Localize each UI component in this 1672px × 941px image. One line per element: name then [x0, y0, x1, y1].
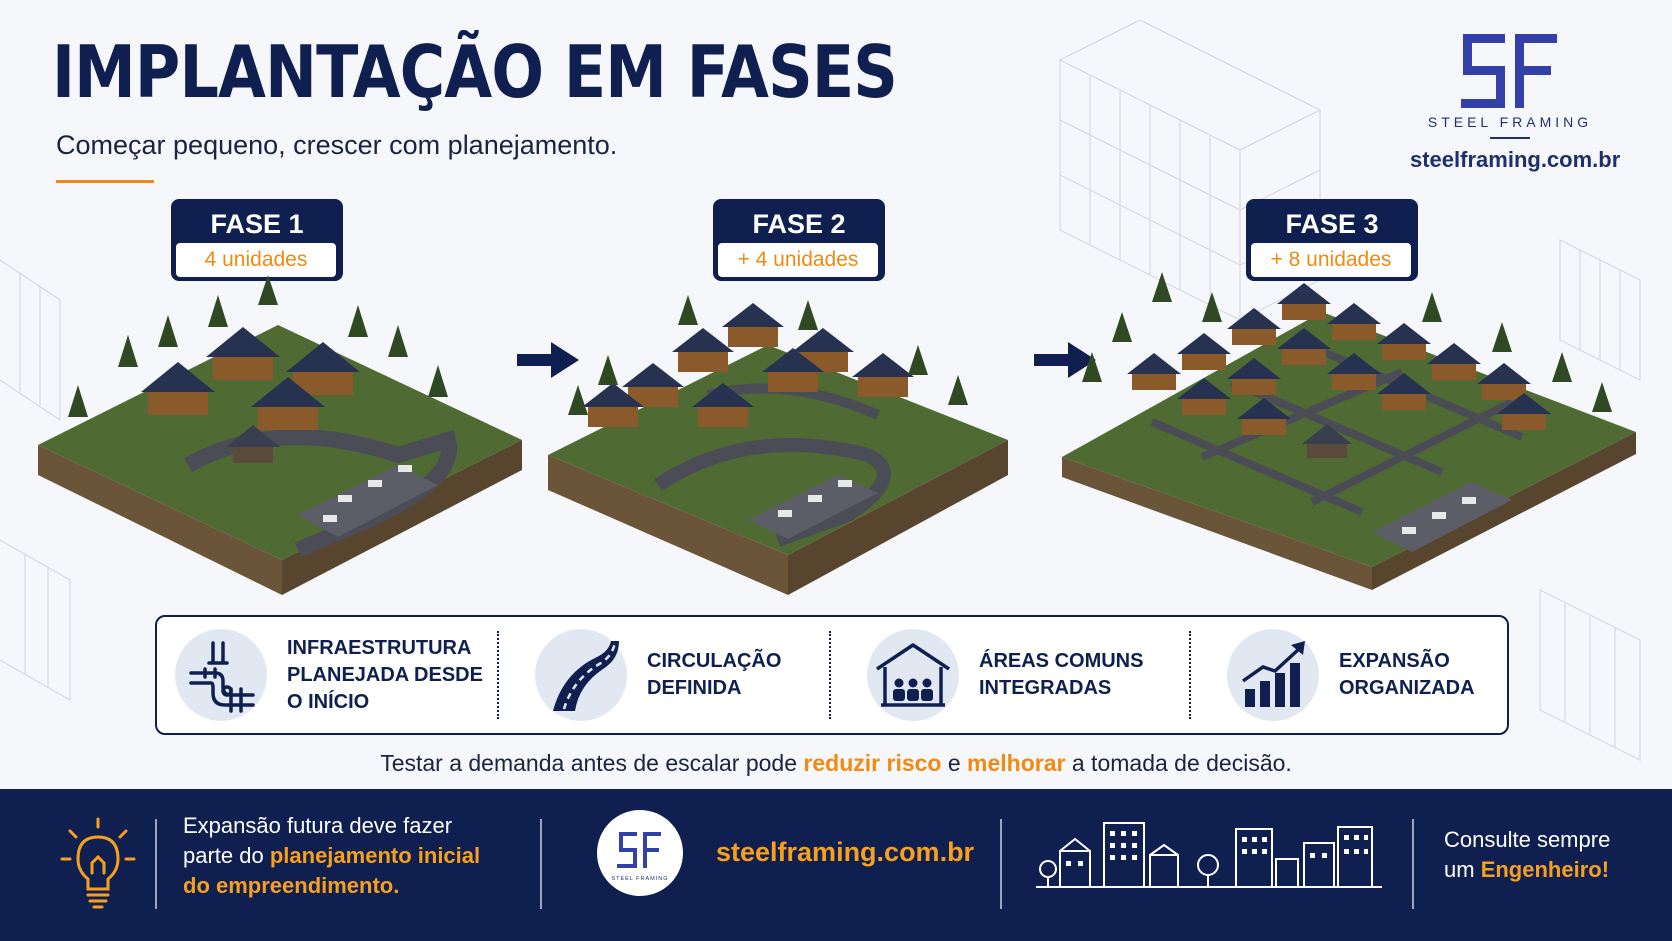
brand-url[interactable]: steelframing.com.br — [1410, 147, 1621, 172]
phase-3-units: + 8 unidades — [1249, 241, 1413, 279]
footer-consult-plain: Consulte sempre um — [1444, 827, 1611, 882]
feature-4-label: EXPANSÃO ORGANIZADA — [1339, 650, 1475, 699]
phase-2-title: FASE 2 — [752, 209, 846, 239]
feature-circulation: CIRCULAÇÃO DEFINIDA — [517, 617, 817, 733]
pipes-icon — [189, 641, 255, 713]
road-icon — [553, 641, 619, 711]
footer-message: Expansão futura deve fazer parte do plan… — [183, 811, 513, 901]
footer-message-highlight: planejamento inicial do empreendimento. — [183, 843, 481, 898]
footer-logo-small: STEEL FRAMING — [611, 876, 668, 882]
footer-divider — [1412, 819, 1414, 909]
feature-3-label: ÁREAS COMUNS INTEGRADAS — [979, 650, 1144, 699]
arrow-right-icon — [1034, 342, 1096, 378]
sf-logo-mark-icon — [1461, 34, 1557, 108]
sf-logo-mark-icon: STEEL FRAMING — [611, 832, 668, 882]
footer-band: Expansão futura deve fazer parte do plan… — [0, 789, 1672, 941]
page-subtitle: Começar pequeno, crescer com planejament… — [56, 130, 618, 160]
brand-logo: STEEL FRAMING steelframing.com.br — [1410, 30, 1621, 173]
arrow-right-icon — [517, 342, 579, 378]
feature-common-areas: ÁREAS COMUNS INTEGRADAS — [849, 617, 1179, 733]
phase-3-title: FASE 3 — [1285, 209, 1379, 239]
tagline-highlight-2: melhorar — [967, 750, 1066, 776]
feature-expansion: EXPANSÃO ORGANIZADA — [1209, 617, 1499, 733]
feature-1-icon-circle — [175, 629, 267, 721]
page-title: IMPLANTAÇÃO EM FASES — [52, 30, 898, 114]
tagline-part-3: a tomada de decisão. — [1065, 750, 1292, 776]
lightbulb-icon — [60, 817, 136, 909]
footer-consult: Consulte sempre um Engenheiro! — [1444, 825, 1644, 885]
feature-infrastructure: INFRAESTRUTURA PLANEJADA DESDE O INÍCIO — [157, 617, 497, 733]
features-bar: INFRAESTRUTURA PLANEJADA DESDE O INÍCIO … — [155, 615, 1509, 735]
feature-4-icon-circle — [1227, 629, 1319, 721]
phase-3-condominium-image — [1062, 272, 1636, 590]
growth-chart-icon — [1241, 641, 1305, 707]
footer-url[interactable]: steelframing.com.br — [716, 837, 975, 867]
tagline-highlight-1: reduzir risco — [803, 750, 942, 776]
subtitle-accent-line — [56, 180, 154, 183]
phase-3-tag: FASE 3 + 8 unidades — [1246, 199, 1418, 281]
footer-logo-circle: STEEL FRAMING — [597, 810, 683, 896]
footer-divider — [540, 819, 542, 909]
phase-2-units: + 4 unidades — [716, 241, 880, 279]
footer-divider — [155, 819, 157, 909]
phase-1-condominium-image — [38, 275, 522, 595]
phase-1-units: 4 unidades — [174, 241, 338, 279]
brand-name: STEEL FRAMING — [1427, 114, 1593, 130]
feature-2-label: CIRCULAÇÃO DEFINIDA — [647, 650, 782, 699]
feature-3-icon-circle — [867, 629, 959, 721]
phase-2-tag: FASE 2 + 4 unidades — [713, 199, 885, 281]
footer-divider — [1000, 819, 1002, 909]
city-skyline-icon — [1036, 822, 1382, 888]
phase-2-condominium-image — [548, 295, 1008, 595]
feature-2-icon-circle — [535, 629, 627, 721]
feature-divider — [829, 631, 831, 719]
pavilion-people-icon — [876, 643, 950, 707]
footer-consult-highlight: Engenheiro! — [1480, 857, 1610, 882]
phase-1-tag: FASE 1 4 unidades — [171, 199, 343, 281]
feature-divider — [1189, 631, 1191, 719]
feature-1-label: INFRAESTRUTURA PLANEJADA DESDE O INÍCIO — [287, 636, 483, 713]
tagline: Testar a demanda antes de escalar pode r… — [0, 750, 1672, 777]
feature-divider — [497, 631, 499, 719]
phase-1-title: FASE 1 — [210, 209, 304, 239]
footer-message-plain: Expansão futura deve fazer parte do — [183, 813, 453, 868]
tagline-part-2: e — [941, 750, 968, 776]
brand-divider — [1490, 137, 1530, 139]
tagline-part-1: Testar a demanda antes de escalar pode — [380, 750, 804, 776]
